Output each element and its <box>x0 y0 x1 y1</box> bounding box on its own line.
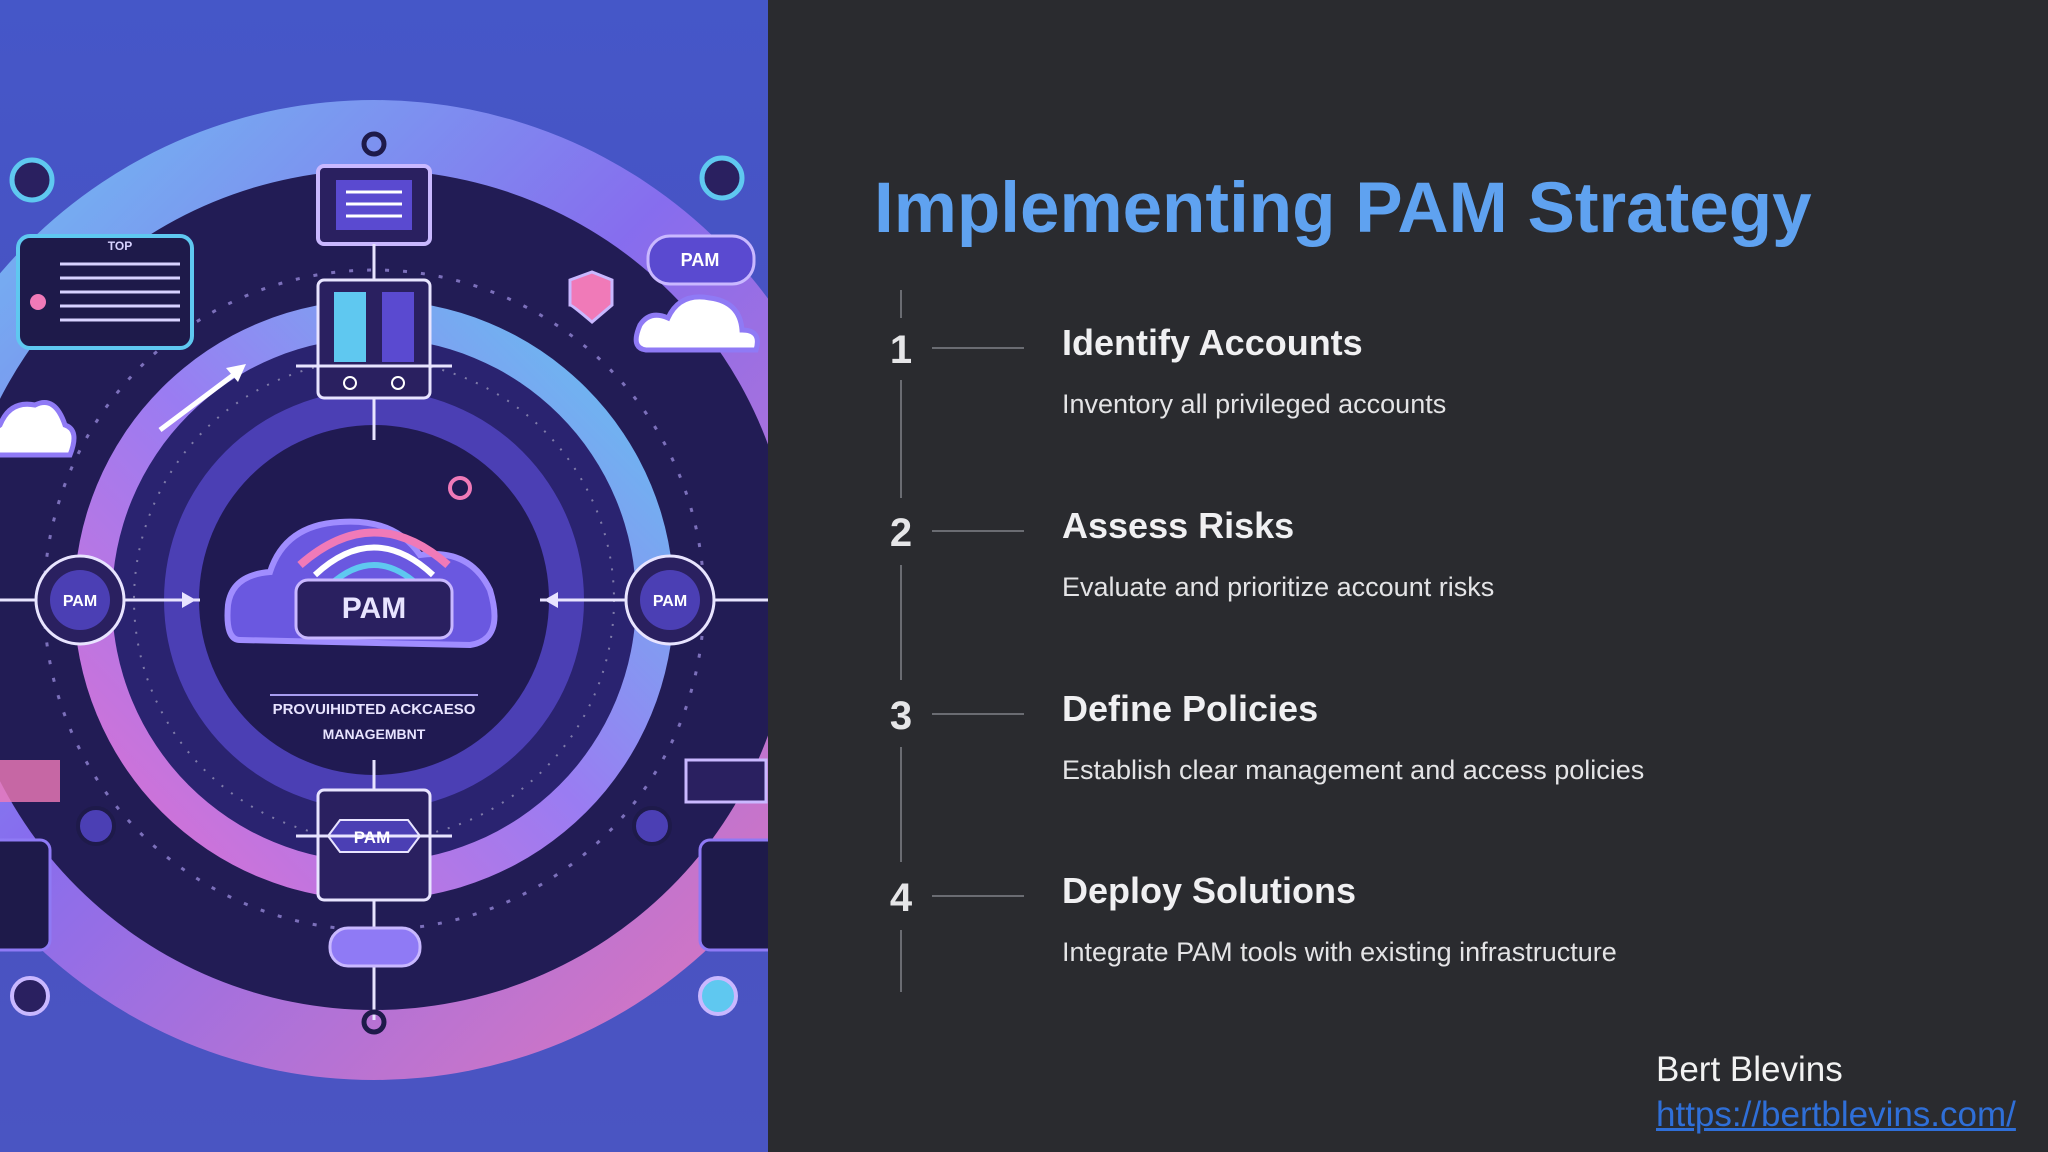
step-title-1: Identify Accounts <box>1062 322 1363 363</box>
step-description-3: Establish clear management and access po… <box>1062 755 1645 785</box>
step-connector <box>932 713 1024 715</box>
top-server <box>296 131 452 440</box>
top-left-tag: TOP <box>108 239 132 253</box>
timeline-line <box>900 565 902 680</box>
page-title: Implementing PAM Strategy <box>874 169 1812 248</box>
step-number-4: 4 <box>889 876 913 920</box>
step-description-1: Inventory all privileged accounts <box>1062 389 1447 419</box>
step-connector <box>932 530 1024 532</box>
top-left-dot <box>9 157 55 203</box>
top-left-panel <box>16 234 194 350</box>
right-side-panel <box>698 838 768 952</box>
step-connector <box>932 895 1024 897</box>
center-pam-label: PAM <box>342 592 406 625</box>
right-card <box>684 758 768 804</box>
step-title-4: Deploy Solutions <box>1062 870 1357 911</box>
right-pam-badge: PAM <box>653 593 687 610</box>
timeline-line <box>900 380 902 498</box>
right-node <box>540 554 768 646</box>
top-right-cloud <box>568 155 760 353</box>
author-website-link[interactable]: https://bertblevins.com/ <box>1656 1095 2016 1134</box>
step-description-4: Integrate PAM tools with existing infras… <box>1062 937 1617 967</box>
bottom-node <box>296 760 452 1035</box>
caption-line-1: PROVUIHIDTED ACKCAESO <box>273 701 476 718</box>
step-description-2: Evaluate and prioritize account risks <box>1062 572 1495 602</box>
center-cloud <box>224 518 498 649</box>
timeline-line <box>900 290 902 318</box>
author-name: Bert Blevins <box>1656 1050 1843 1089</box>
bottom-pam-badge: PAM <box>354 828 391 847</box>
step-number-3: 3 <box>889 694 913 738</box>
pam-illustration: PAM PROVUIHIDTED ACKCAESO MANAGEMBNT <box>0 0 768 1152</box>
left-node <box>0 554 200 646</box>
pam-diagram-art: PAM PROVUIHIDTED ACKCAESO MANAGEMBNT <box>0 100 768 1080</box>
step-number-1: 1 <box>889 328 913 372</box>
step-title-2: Assess Risks <box>1062 505 1295 546</box>
timeline-line <box>900 930 902 992</box>
top-right-pam-badge: PAM <box>681 250 720 270</box>
left-pink-card <box>0 760 60 802</box>
caption-line-2: MANAGEMBNT <box>323 726 426 742</box>
step-number-2: 2 <box>889 511 913 555</box>
step-title-3: Define Policies <box>1062 688 1319 729</box>
left-side-panel <box>0 838 52 952</box>
left-cloud <box>0 400 77 458</box>
step-connector <box>932 347 1024 349</box>
left-pam-badge: PAM <box>63 593 97 610</box>
timeline-line <box>900 747 902 862</box>
